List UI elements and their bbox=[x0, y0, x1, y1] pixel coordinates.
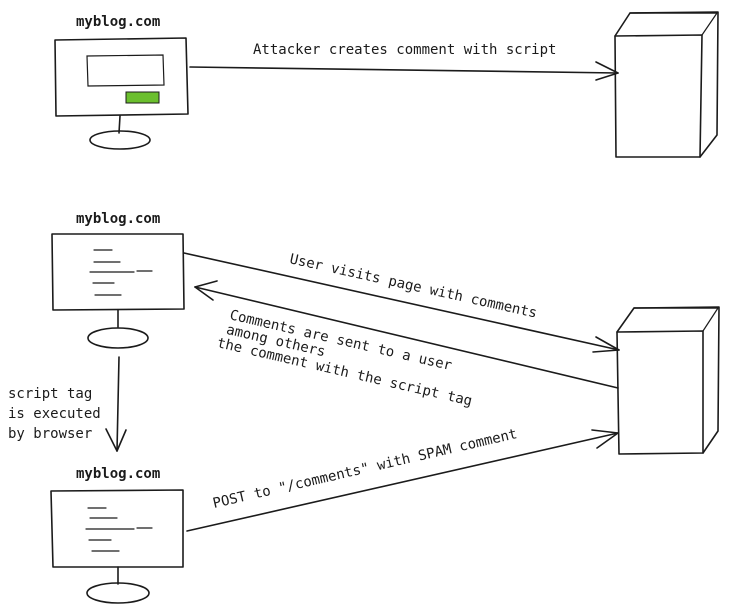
execution-label: script tag is executed by browser bbox=[8, 386, 109, 442]
server-tower-icon bbox=[614, 11, 719, 158]
arrow-label: Attacker creates comment with script bbox=[253, 42, 556, 58]
computer-monitor-icon bbox=[51, 233, 185, 349]
site-label: myblog.com bbox=[76, 14, 160, 30]
server-tower-icon bbox=[616, 306, 720, 455]
computer-monitor-icon bbox=[50, 489, 184, 604]
arrow-icon bbox=[183, 252, 620, 353]
execution-label-line: by browser bbox=[8, 426, 92, 442]
post-label: POST to "/comments" with SPAM comment bbox=[211, 426, 518, 512]
execution-label-line: script tag bbox=[8, 386, 92, 402]
request-label: User visits page with comments bbox=[288, 251, 538, 321]
response-label: Comments are sent to a user among others… bbox=[216, 306, 481, 410]
arrow-icon bbox=[105, 356, 127, 452]
submit-button bbox=[125, 91, 160, 104]
arrow-icon bbox=[189, 61, 619, 81]
computer-monitor-icon bbox=[54, 37, 189, 150]
site-label: myblog.com bbox=[76, 466, 160, 482]
arrow-icon bbox=[186, 429, 619, 532]
arrow-icon bbox=[194, 280, 619, 389]
site-label: myblog.com bbox=[76, 211, 160, 227]
execution-label-line: is executed bbox=[8, 406, 101, 422]
